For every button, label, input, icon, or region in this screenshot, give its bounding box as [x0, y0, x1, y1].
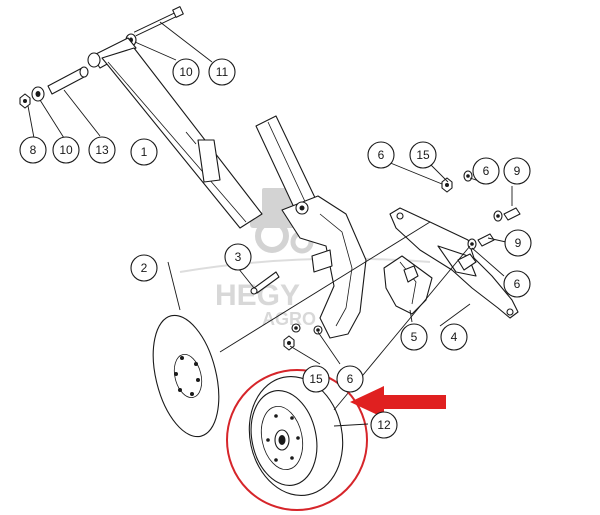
callout-12-label: 12: [377, 418, 391, 432]
highlight-ring: [226, 369, 368, 511]
callout-5-label: 5: [411, 330, 418, 344]
callout-1: 1: [130, 138, 158, 166]
callout-8: 8: [19, 136, 47, 164]
callout-13-label: 13: [95, 143, 109, 157]
callout-6b-label: 6: [483, 164, 490, 178]
highlight: [226, 369, 446, 511]
bolt-9-top: [503, 207, 521, 221]
callout-6-top-left: 6: [367, 141, 395, 169]
callout-15a-label: 15: [416, 148, 430, 162]
part-spacer-left: [31, 86, 45, 102]
callout-6a-label: 6: [378, 148, 385, 162]
part-bolt-small: [250, 271, 280, 295]
watermark-line1: HEGY: [215, 279, 300, 312]
part-bolt-long: [133, 6, 184, 37]
callout-15b-label: 15: [309, 372, 323, 386]
part-disc: [152, 314, 220, 438]
part-gauge-wheel: [248, 375, 344, 497]
callout-12: 12: [370, 411, 398, 439]
callout-11-label: 11: [216, 65, 229, 79]
callout-3-label: 3: [235, 250, 242, 264]
callout-2-label: 2: [141, 261, 148, 275]
callout-11: 11: [208, 58, 236, 86]
callout-6-top-right: 6: [472, 157, 500, 185]
callout-6-lower: 6: [336, 365, 364, 393]
callout-15-lower: 15: [302, 365, 330, 393]
callout-10a-label: 10: [179, 65, 193, 79]
callout-6-right: 6: [503, 270, 531, 298]
watermark-line2: AGRO: [262, 309, 316, 329]
callout-5: 5: [400, 323, 428, 351]
callout-10-top: 10: [172, 58, 200, 86]
callout-13: 13: [88, 136, 116, 164]
part-main-arm: [87, 37, 367, 339]
leader-lines: [27, 21, 513, 427]
callout-4-label: 4: [451, 330, 458, 344]
part-nut-left: [19, 93, 31, 109]
callout-9-low: 9: [504, 229, 532, 257]
bolt-9-low: [477, 233, 495, 247]
highlight-arrow-icon: [350, 386, 446, 418]
part-hardware-right: [441, 170, 521, 250]
callout-9b-label: 9: [515, 236, 522, 250]
part-scraper: [383, 255, 433, 315]
part-pin: [47, 66, 89, 95]
callout-15-top: 15: [409, 141, 437, 169]
callout-6c-label: 6: [514, 277, 521, 291]
callout-3: 3: [224, 243, 252, 271]
callout-8-label: 8: [30, 143, 37, 157]
callouts: 1 2 3 4 5 6 6 6 6 8 9 9 10 10 11 12 13 1…: [19, 58, 532, 439]
callout-10b-label: 10: [59, 143, 73, 157]
callout-9-top: 9: [503, 157, 531, 185]
callout-4: 4: [440, 323, 468, 351]
callout-2: 2: [130, 254, 158, 282]
callout-10-left: 10: [52, 136, 80, 164]
watermark: HEGY AGRO: [179, 188, 431, 329]
callout-9a-label: 9: [514, 164, 521, 178]
callout-6d-label: 6: [347, 372, 354, 386]
callout-1-label: 1: [141, 145, 148, 159]
